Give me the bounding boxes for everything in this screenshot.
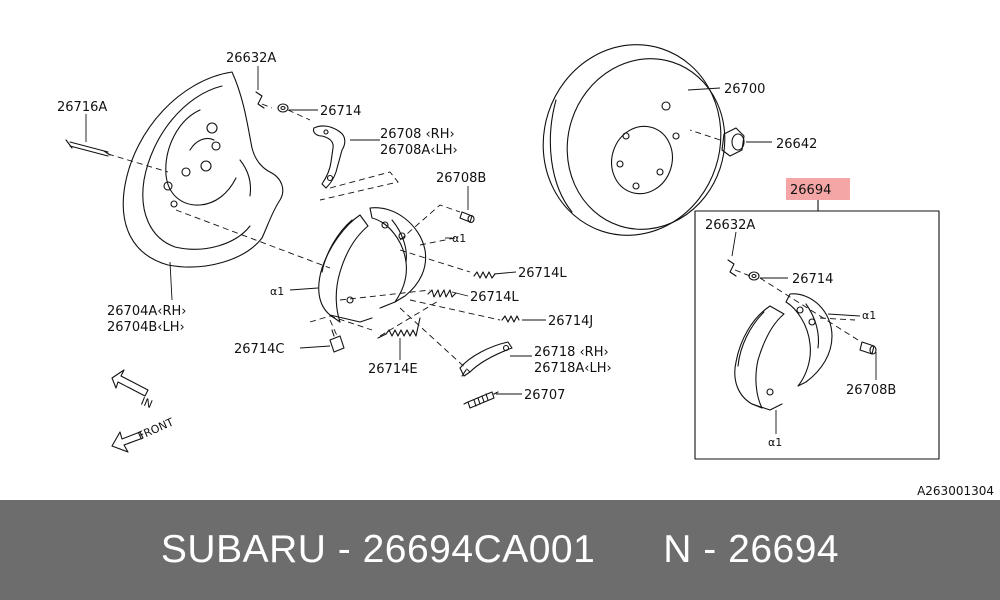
label-26704A-rh: 26704A‹RH›: [107, 304, 186, 319]
kit-clip-26632A-drawing: [727, 259, 737, 277]
label-26708A-lh: 26708A‹LH›: [380, 143, 458, 158]
plug-26642-drawing: [721, 127, 745, 157]
leader-lines: [85, 66, 877, 434]
label-a1-kit-bottom: α1: [768, 436, 782, 449]
kit-26694-highlight: [786, 178, 850, 200]
arrow-front-icon: [111, 431, 144, 453]
label-front: FRONT: [136, 415, 176, 442]
label-26632A-top: 26632A: [226, 51, 276, 66]
lever-26708-drawing: [312, 125, 346, 189]
spring-26714L-upper-drawing: [473, 271, 496, 279]
arrow-in-icon: [111, 369, 149, 397]
spring-26714J-drawing: [501, 315, 520, 323]
label-26708B-top: 26708B: [436, 171, 486, 186]
label-26708B-kit: 26708B: [846, 383, 896, 398]
clip-26632A-drawing: [255, 91, 265, 109]
footer-bar: SUBARU - 26694CA001 N - 26694: [0, 500, 1000, 600]
brake-shoe-set-drawing: [318, 207, 427, 323]
brake-disc-26700-drawing: [542, 44, 726, 236]
label-26708-rh: 26708 ‹RH›: [380, 127, 455, 142]
kit-brake-shoes-drawing: [734, 293, 833, 411]
label-26718-rh: 26718 ‹RH›: [534, 345, 609, 360]
diagram-reference-code: A263001304: [917, 484, 994, 498]
backing-plate-drawing: [122, 71, 284, 268]
label-a1-shoe-right: α1: [452, 232, 466, 245]
strut-26718-drawing: [459, 341, 513, 377]
label-26714J: 26714J: [548, 314, 593, 329]
adjuster-26707-drawing: [463, 391, 499, 409]
assembly-dashed-lines: [107, 103, 859, 373]
kit-pin-26708B-drawing: [859, 341, 877, 355]
kit-washer-26714-drawing: [748, 271, 760, 281]
label-26714L-lower: 26714L: [470, 290, 519, 305]
label-26714E: 26714E: [368, 362, 418, 377]
washer-26714-drawing: [277, 103, 289, 113]
label-26716A: 26716A: [57, 100, 107, 115]
label-26718A-lh: 26718A‹LH›: [534, 361, 612, 376]
label-26707: 26707: [524, 388, 565, 403]
label-26700: 26700: [724, 82, 765, 97]
clip-26714C-drawing: [329, 329, 345, 353]
label-26714C: 26714C: [234, 342, 284, 357]
label-26714L-upper: 26714L: [518, 266, 567, 281]
label-26714-top: 26714: [320, 104, 361, 119]
label-26694: 26694: [790, 183, 831, 198]
label-a1-shoe-left: α1: [270, 285, 284, 298]
spring-26714E-drawing: [377, 317, 421, 339]
bolt-26716A-drawing: [65, 139, 111, 157]
kit-26694-box: [694, 210, 940, 460]
label-in: IN: [139, 395, 155, 411]
pin-26708B-drawing: [459, 211, 475, 224]
label-26632A-kit: 26632A: [705, 218, 755, 233]
label-26714-kit: 26714: [792, 272, 833, 287]
spring-26714L-lower-drawing: [427, 289, 457, 298]
footer-part-number-text: SUBARU - 26694CA001 N - 26694: [160, 528, 840, 571]
label-26642: 26642: [776, 137, 817, 152]
exploded-parts-diagram: 26632A 26716A 26714 26708 ‹RH› 26708A‹LH…: [57, 44, 940, 460]
label-26704B-lh: 26704B‹LH›: [107, 320, 185, 335]
label-a1-kit-top: α1: [862, 309, 876, 322]
